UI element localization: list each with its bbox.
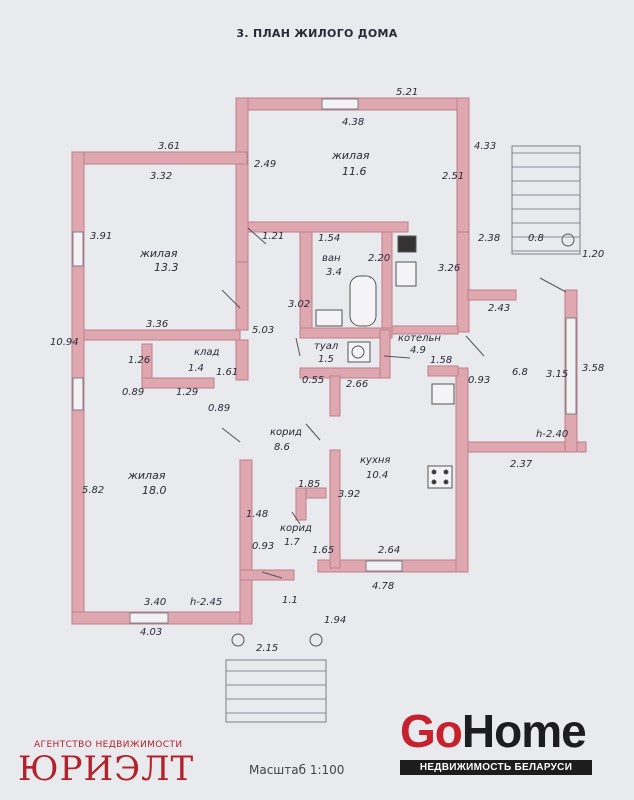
room-boiler-area: 4.9	[410, 345, 426, 356]
doors	[221, 227, 567, 579]
dim-label: 4.38	[342, 117, 365, 128]
room-corridor-name: корид	[270, 427, 302, 438]
dim-label: 2.20	[368, 253, 391, 264]
stairs	[225, 145, 581, 723]
scale-label: Масштаб 1:100	[249, 763, 345, 777]
bathtub	[349, 275, 377, 327]
room-living-bottom-area: 18.0	[142, 484, 167, 497]
post-entry-left	[231, 633, 245, 647]
dim-label: 2.64	[378, 545, 401, 556]
dim-label: 3.40	[144, 597, 167, 608]
gohome-tagline: НЕДВИЖИМОСТЬ БЕЛАРУСИ	[400, 760, 592, 775]
room-porch-area: 0.8	[528, 233, 544, 244]
dim-label: 3.91	[90, 231, 113, 242]
dim-label: 1.20	[582, 249, 605, 260]
room-corridor-small-name: корид	[280, 523, 312, 534]
dim-label: 0.93	[468, 375, 491, 386]
dim-label: 2.37	[510, 459, 533, 470]
sink	[315, 309, 343, 327]
room-wc-area: 1.5	[318, 354, 334, 365]
toilet	[347, 341, 371, 363]
dim-label: 2.66	[346, 379, 369, 390]
room-living-top-name: жилая	[332, 149, 370, 162]
dim-label: 1.26	[128, 355, 151, 366]
room-living-bottom-name: жилая	[128, 469, 166, 482]
stove	[427, 465, 453, 489]
dim-label: 3.32	[150, 171, 173, 182]
dim-label: 0.93	[252, 541, 275, 552]
gohome-home: Home	[461, 705, 587, 757]
room-corridor-small-area: 1.7	[284, 537, 300, 548]
room-bath-name: ван	[322, 253, 341, 264]
dim-label: 3.36	[146, 319, 169, 330]
dim-label: 2.51	[442, 171, 465, 182]
dim-label: h-2.45	[190, 597, 223, 608]
dim-label: 1.94	[324, 615, 347, 626]
dim-label: 0.89	[208, 403, 231, 414]
dim-label: 1.85	[298, 479, 321, 490]
agency-logo: ЮРИЭЛТ	[18, 749, 195, 789]
boiler-unit	[397, 235, 417, 253]
dim-label: 5.82	[82, 485, 105, 496]
dim-label: 1.29	[176, 387, 199, 398]
dim-label: 5.03	[252, 325, 275, 336]
room-bath-area: 3.4	[326, 267, 342, 278]
dim-label: 1.58	[430, 355, 453, 366]
dim-label: 0.55	[302, 375, 325, 386]
room-closet-area: 1.4	[188, 363, 204, 374]
windows	[72, 98, 577, 624]
gohome-go: Go	[400, 705, 463, 757]
kitchen-sink	[431, 383, 455, 405]
room-kitchen-name: кухня	[360, 455, 391, 466]
dim-label: 3.02	[288, 299, 311, 310]
dim-label: 10.94	[50, 337, 79, 348]
agency-subtitle: АГЕНТСТВО НЕДВИЖИМОСТИ	[34, 740, 183, 750]
dim-label: 2.49	[254, 159, 277, 170]
plan-title: 3. ПЛАН ЖИЛОГО ДОМА	[236, 27, 398, 40]
dim-label: 3.15	[546, 369, 569, 380]
dim-label: h-2.40	[536, 429, 569, 440]
fixtures	[231, 233, 575, 647]
dim-label: 2.15	[256, 643, 279, 654]
dim-label: 1.54	[318, 233, 341, 244]
dim-label: 2.43	[488, 303, 511, 314]
dim-label: 0.89	[122, 387, 145, 398]
room-boiler-name: котельн	[398, 333, 441, 344]
dim-label: 3.58	[582, 363, 605, 374]
room-living-top-area: 11.6	[342, 165, 367, 178]
dim-label: 1.48	[246, 509, 269, 520]
dim-label: 3.92	[338, 489, 361, 500]
dim-label: 2.38	[478, 233, 501, 244]
dim-label: 5.21	[396, 87, 419, 98]
post-entry-right	[309, 633, 323, 647]
room-living-left-area: 13.3	[154, 261, 179, 274]
room-living-left-name: жилая	[140, 247, 178, 260]
room-kitchen-area: 10.4	[366, 470, 389, 481]
water-heater	[395, 261, 417, 287]
dim-label: 3.61	[158, 141, 181, 152]
dim-label: 1.65	[312, 545, 335, 556]
room-entry-area: 1.1	[282, 595, 298, 606]
gohome-logo: GoHome НЕДВИЖИМОСТЬ БЕЛАРУСИ	[400, 708, 592, 775]
dim-label: 4.33	[474, 141, 497, 152]
room-corridor-area: 8.6	[274, 442, 290, 453]
dim-label: 1.21	[262, 231, 285, 242]
dim-label: 1.61	[216, 367, 239, 378]
dim-label: 4.03	[140, 627, 163, 638]
dim-label: 3.26	[438, 263, 461, 274]
room-veranda-area: 6.8	[512, 367, 528, 378]
room-closet-name: клад	[194, 347, 220, 358]
dim-label: 4.78	[372, 581, 395, 592]
room-wc-name: туал	[314, 341, 339, 352]
